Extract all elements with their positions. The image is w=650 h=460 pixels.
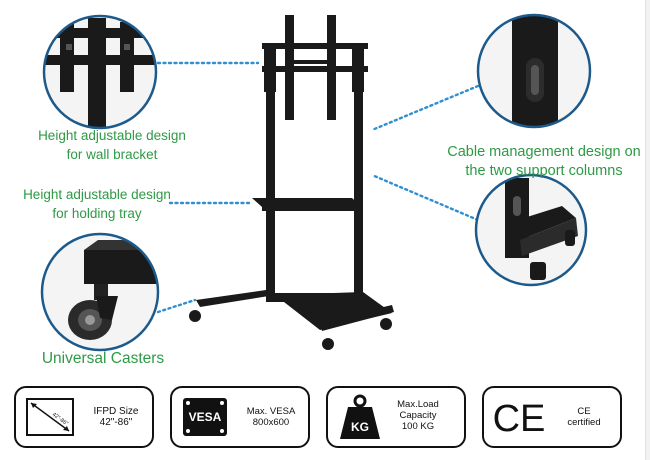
product-illustration [40, 13, 592, 352]
badge-load-text: Max.Load Capacity 100 KG [386, 399, 450, 432]
wall-bracket-closeup-icon [42, 14, 158, 130]
right-edge-strip [645, 0, 650, 460]
badge-ce-text: CE certified [554, 406, 614, 428]
badge-vesa-line1: Max. VESA [246, 406, 296, 417]
cable-column-closeup-icon [476, 13, 592, 129]
caption-universal-casters: Universal Casters [41, 350, 165, 367]
weight-kg-text: KG [351, 420, 369, 434]
caption-cable-management-line1: Cable management design on [447, 144, 641, 160]
badge-ifpd-line2: 42"-86" [99, 417, 133, 428]
caption-wall-bracket-line2: for wall bracket [66, 147, 158, 162]
badge-ifpd-size: 42"-86" IFPD Size 42"-86" [14, 386, 154, 448]
column-base-closeup-icon [474, 173, 588, 287]
badge-ce-line2: certified [567, 417, 601, 428]
caption-wall-bracket-line1: Height adjustable design [38, 128, 186, 143]
badge-ce: CE CE certified [482, 386, 622, 448]
screen-size-icon: 42"-86" [26, 398, 74, 436]
caption-holding-tray-line2: for holding tray [52, 206, 142, 221]
caption-holding-tray-line1: Height adjustable design [23, 187, 171, 202]
badge-vesa: VESA Max. VESA 800x600 [170, 386, 310, 448]
badge-ifpd-text: IFPD Size 42"-86" [82, 406, 150, 428]
caption-cable-management-line2: the two support columns [465, 163, 623, 179]
badge-max-load: KG Max.Load Capacity 100 KG [326, 386, 466, 448]
caster-closeup-icon [40, 232, 160, 352]
badge-vesa-line2: 800x600 [252, 417, 290, 428]
ce-logo-text: CE [493, 398, 546, 439]
tv-stand-icon [189, 15, 394, 350]
connector-cable-top [370, 84, 480, 132]
badge-load-line3: 100 KG [401, 421, 435, 432]
vesa-icon: VESA [183, 398, 227, 436]
badge-load-line2: Capacity [399, 410, 437, 421]
badge-ce-line1: CE [577, 406, 591, 417]
ce-mark-icon: CE [493, 398, 546, 439]
connector-cable-bottom [370, 173, 480, 222]
vesa-logo-text: VESA [189, 410, 222, 424]
caption-wall-bracket: Height adjustable design for wall bracke… [18, 126, 206, 164]
weight-icon: KG [340, 394, 380, 439]
badge-load-line1: Max.Load [397, 399, 439, 410]
connector-casters [156, 298, 197, 314]
caption-cable-management: Cable management design on the two suppo… [438, 143, 650, 181]
caption-holding-tray: Height adjustable design for holding tra… [8, 185, 186, 223]
connector-lines [156, 61, 480, 314]
badge-vesa-text: Max. VESA 800x600 [240, 406, 302, 428]
badge-ifpd-line1: IFPD Size [93, 406, 139, 417]
